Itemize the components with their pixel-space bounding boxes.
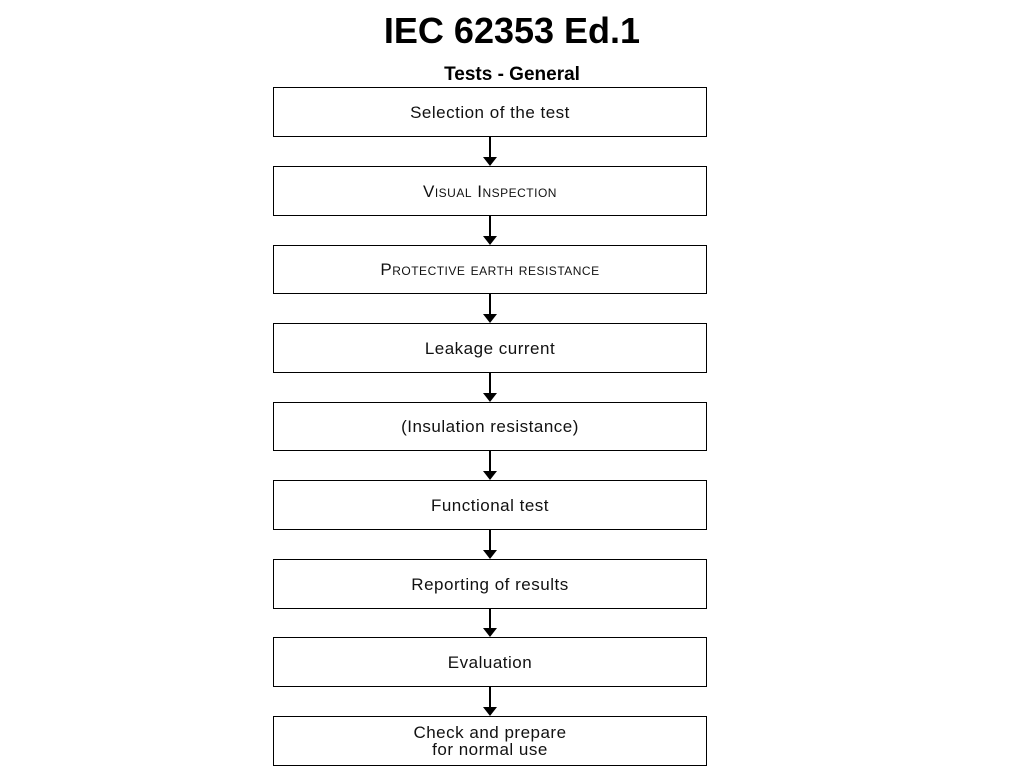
arrow-1	[483, 137, 497, 166]
arrow-3	[483, 294, 497, 323]
arrow-5	[483, 451, 497, 480]
page-subtitle: Tests - General	[444, 64, 580, 85]
step-check-and-prepare: Check and prepare for normal use	[273, 716, 707, 766]
arrow-8	[483, 687, 497, 716]
arrow-6	[483, 530, 497, 559]
arrow-4	[483, 373, 497, 402]
step-functional-test: Functional test	[273, 480, 707, 530]
step-selection-of-test: Selection of the test	[273, 87, 707, 137]
page-title: IEC 62353 Ed.1	[383, 10, 641, 51]
step-insulation-resistance: (Insulation resistance)	[273, 402, 707, 451]
step-label: Visual Inspection	[423, 181, 557, 201]
arrow-7	[483, 609, 497, 637]
step-leakage-current: Leakage current	[273, 323, 707, 373]
step-visual-inspection: Visual Inspection	[273, 166, 707, 216]
step-reporting-of-results: Reporting of results	[273, 559, 707, 609]
arrow-2	[483, 216, 497, 245]
step-label: Protective earth resistance	[380, 260, 600, 279]
step-protective-earth-resistance: Protective earth resistance	[273, 245, 707, 294]
step-evaluation: Evaluation	[273, 637, 707, 687]
